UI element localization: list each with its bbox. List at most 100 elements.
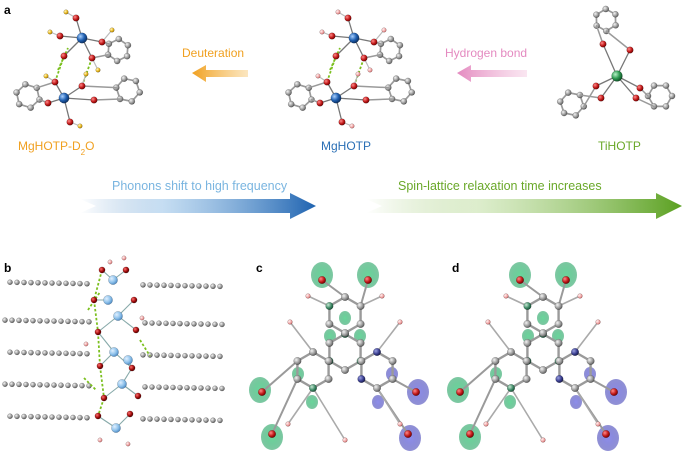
carbon-atom	[560, 109, 568, 117]
hydrogen-atom	[381, 27, 387, 33]
carbon-atom	[572, 112, 580, 119]
carbon-atom	[15, 100, 23, 108]
magnesium-atom	[113, 311, 123, 321]
oxygen-atom	[404, 430, 413, 439]
carbon-atom	[662, 103, 670, 110]
carbon-atom	[84, 280, 90, 287]
carbon-atom	[13, 89, 20, 96]
hydrogen-bond	[57, 47, 69, 71]
carbon-atom	[203, 417, 209, 423]
bond	[635, 97, 655, 108]
bond	[287, 387, 314, 425]
oxygen-atom	[328, 32, 336, 40]
bond	[579, 94, 602, 99]
oxygen-atom	[350, 82, 358, 90]
carbon-atom	[51, 382, 57, 388]
carbon-atom	[35, 413, 41, 420]
carbon-atom	[182, 282, 188, 289]
carbon-atom	[404, 77, 412, 85]
hydrogen-bond	[97, 331, 101, 367]
bond	[602, 43, 618, 77]
hydrogen-atom	[397, 421, 403, 427]
carbon-atom	[491, 375, 500, 384]
carbon-atom	[27, 104, 34, 112]
spin-density-positive-lobe	[509, 262, 531, 288]
carbon-atom	[58, 318, 64, 325]
hydrogen-atom	[595, 319, 601, 325]
carbon-atom	[341, 329, 350, 338]
bond	[519, 279, 544, 298]
carbon-atom	[163, 384, 169, 391]
bond	[93, 98, 121, 101]
carbon-atom	[136, 89, 144, 96]
carbon-atom	[324, 375, 333, 384]
carbon-atom	[309, 348, 318, 357]
carbon-atom	[357, 357, 366, 366]
carbon-atom	[356, 339, 365, 348]
hydrogen-atom	[483, 421, 489, 427]
carbon-atom	[602, 5, 610, 13]
spin-density-negative-lobe	[399, 425, 421, 451]
spin-density-negative-lobe	[372, 395, 384, 409]
bond	[376, 321, 401, 353]
oxygen-atom	[362, 96, 370, 104]
carbon-atom	[662, 82, 670, 89]
carbon-atom	[35, 349, 41, 356]
bond	[605, 30, 631, 51]
carbon-atom	[205, 321, 211, 327]
oxygen-atom	[338, 118, 346, 126]
carbon-atom	[22, 80, 29, 88]
deuteration-label: Deuteration	[182, 46, 244, 60]
carbon-atom	[182, 352, 188, 359]
carbon-atom	[191, 385, 197, 391]
titanium-atom	[611, 70, 623, 82]
spin-lattice-label: Spin-lattice relaxation time increases	[398, 179, 602, 193]
carbon-atom	[196, 283, 202, 289]
hydrogen-bond	[139, 339, 151, 357]
carbon-atom	[341, 293, 350, 302]
carbon-atom	[491, 357, 500, 366]
bond	[321, 279, 346, 298]
carbon-atom	[149, 320, 155, 326]
magnesium-atom	[111, 423, 121, 433]
carbon-atom	[210, 283, 216, 290]
carbon-atom	[30, 317, 36, 324]
carbon-atom	[408, 89, 416, 96]
carbon-atom	[182, 416, 188, 423]
carbon-atom	[177, 384, 183, 391]
oxygen-atom	[88, 54, 96, 62]
carbon-atom	[16, 317, 22, 324]
carbon-atom	[196, 353, 202, 359]
carbon-atom	[161, 416, 167, 423]
oxygen-atom	[412, 388, 421, 397]
bond	[359, 279, 369, 307]
deuterium-atom	[77, 123, 83, 129]
carbon-atom	[63, 280, 69, 287]
oxygen-atom	[344, 14, 352, 22]
deuterium-atom	[95, 67, 101, 73]
hydrogen-atom	[319, 29, 325, 35]
carbon-atom	[564, 89, 572, 96]
carbon-atom	[147, 416, 153, 422]
oxygen-atom	[96, 362, 104, 370]
spin-density-positive-lobe	[357, 262, 379, 288]
carbon-atom	[385, 57, 393, 65]
bond	[365, 98, 393, 101]
nitrogen-atom	[357, 375, 366, 384]
carbon-atom	[21, 413, 27, 420]
carbon-atom	[140, 352, 146, 358]
carbon-atom	[191, 321, 197, 327]
carbon-atom	[170, 320, 176, 327]
carbon-atom	[42, 280, 48, 286]
hydrogen-atom	[139, 315, 145, 321]
carbon-atom	[373, 384, 382, 393]
carbon-atom	[175, 416, 181, 423]
mghotp-structure	[285, 9, 416, 129]
carbon-atom	[49, 280, 55, 286]
caption-mghotp-d2o: MgHOTP-D2O	[18, 139, 94, 157]
bond	[261, 360, 299, 393]
carbon-atom	[86, 318, 92, 325]
oxygen-atom	[56, 32, 64, 40]
carbon-atom	[35, 279, 41, 286]
carbon-atom	[396, 41, 404, 49]
